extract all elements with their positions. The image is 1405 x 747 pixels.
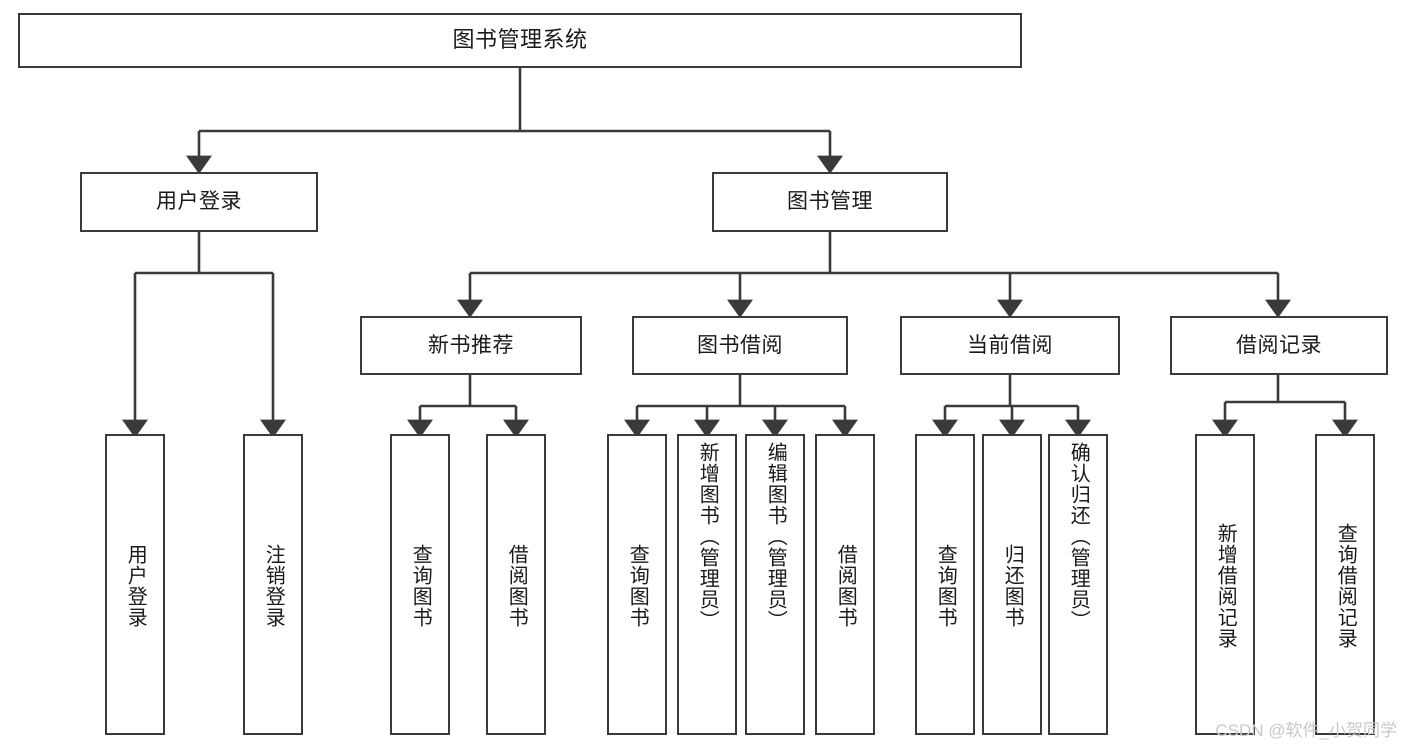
leaf-new-book-borrow[interactable]: 借阅图书 bbox=[486, 434, 546, 735]
node-label: 当前借阅 bbox=[967, 333, 1053, 357]
node-label: 用户登录 bbox=[156, 190, 242, 214]
node-book-management[interactable]: 图书管理 bbox=[712, 172, 948, 232]
node-current-borrow[interactable]: 当前借阅 bbox=[900, 316, 1120, 375]
node-label: 查询借阅记录 bbox=[1334, 522, 1357, 649]
node-book-borrow[interactable]: 图书借阅 bbox=[632, 316, 848, 375]
node-label: 图书管理 bbox=[787, 190, 873, 214]
leaf-book-borrow-edit[interactable]: 编辑图书（管理员） bbox=[745, 434, 805, 735]
node-new-book-recommend[interactable]: 新书推荐 bbox=[360, 316, 582, 375]
leaf-borrow-record-query[interactable]: 查询借阅记录 bbox=[1315, 434, 1375, 735]
node-label: 查询图书 bbox=[934, 543, 957, 628]
node-label: 编辑图书（管理员） bbox=[764, 442, 787, 631]
node-label: 图书借阅 bbox=[697, 333, 783, 357]
node-label: 注销登录 bbox=[262, 543, 285, 628]
node-label: 新增借阅记录 bbox=[1214, 522, 1237, 649]
node-label: 查询图书 bbox=[409, 543, 432, 628]
node-label: 借阅图书 bbox=[505, 543, 528, 628]
leaf-borrow-record-add[interactable]: 新增借阅记录 bbox=[1195, 434, 1255, 735]
node-label: 确认归还（管理员） bbox=[1067, 442, 1090, 631]
node-borrow-record[interactable]: 借阅记录 bbox=[1170, 316, 1388, 375]
node-root-system[interactable]: 图书管理系统 bbox=[18, 13, 1022, 68]
node-label: 新书推荐 bbox=[428, 333, 514, 357]
node-label: 归还图书 bbox=[1001, 543, 1024, 628]
leaf-user-login-logout[interactable]: 注销登录 bbox=[243, 434, 303, 735]
node-label: 用户登录 bbox=[124, 543, 147, 628]
leaf-book-borrow-add[interactable]: 新增图书（管理员） bbox=[677, 434, 737, 735]
leaf-user-login-login[interactable]: 用户登录 bbox=[105, 434, 165, 735]
node-label: 借阅图书 bbox=[834, 543, 857, 628]
node-label: 新增图书（管理员） bbox=[696, 442, 719, 631]
node-label: 查询图书 bbox=[626, 543, 649, 628]
leaf-book-borrow-borrow[interactable]: 借阅图书 bbox=[815, 434, 875, 735]
leaf-book-borrow-query[interactable]: 查询图书 bbox=[607, 434, 667, 735]
node-label: 借阅记录 bbox=[1236, 333, 1322, 357]
leaf-current-borrow-return[interactable]: 归还图书 bbox=[982, 434, 1042, 735]
leaf-new-book-query[interactable]: 查询图书 bbox=[390, 434, 450, 735]
node-label: 图书管理系统 bbox=[452, 27, 588, 53]
leaf-current-borrow-confirm-return[interactable]: 确认归还（管理员） bbox=[1048, 434, 1108, 735]
node-user-login[interactable]: 用户登录 bbox=[80, 172, 318, 232]
leaf-current-borrow-query[interactable]: 查询图书 bbox=[915, 434, 975, 735]
